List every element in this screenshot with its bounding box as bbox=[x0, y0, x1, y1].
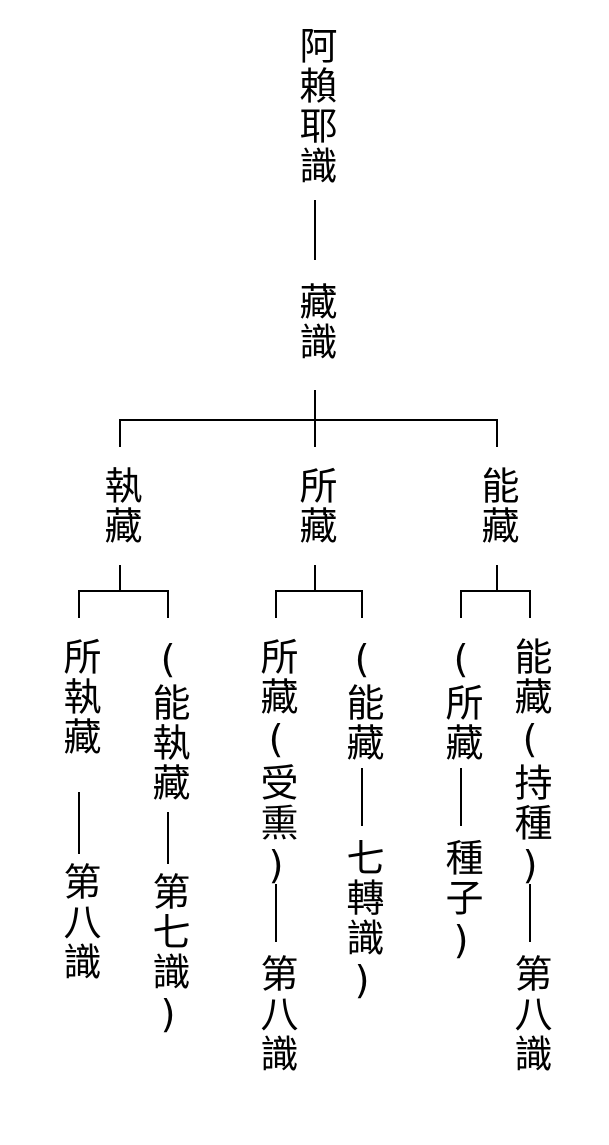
leaf-3-2-equals: 第八識 bbox=[508, 954, 552, 1074]
leaf-1-1-text: 所執藏 bbox=[57, 637, 101, 757]
leaf-3-2-text: 能藏(持種) bbox=[508, 637, 552, 889]
branch-tick-suozang bbox=[314, 419, 316, 447]
tick-3-1 bbox=[460, 590, 462, 618]
leaf-2-2-equals: 七轉識) bbox=[340, 838, 384, 1004]
aspect-nengzang: 能藏 bbox=[475, 466, 519, 546]
tick-2-2 bbox=[361, 590, 363, 618]
root-connector bbox=[314, 390, 316, 420]
leaf-3-1-text: (所藏 bbox=[439, 637, 483, 763]
root-branch-line bbox=[119, 419, 498, 421]
aspect-suozang: 所藏 bbox=[293, 466, 337, 546]
leaf-1-2-dash bbox=[167, 812, 169, 864]
leaf-1-2-equals: 第七識) bbox=[146, 872, 190, 1038]
tick-1-1 bbox=[78, 590, 80, 618]
leaf-2-2-text: (能藏 bbox=[340, 637, 384, 763]
aspect-zhizang: 執藏 bbox=[98, 466, 142, 546]
aspect-nengzang-connector bbox=[496, 565, 498, 591]
aspect-suozang-branch bbox=[275, 590, 363, 592]
leaf-3-1-dash bbox=[460, 768, 462, 826]
leaf-2-2-dash bbox=[361, 768, 363, 826]
tick-1-2 bbox=[167, 590, 169, 618]
leaf-2-1-dash bbox=[275, 884, 277, 942]
leaf-1-2-text: (能執藏 bbox=[146, 637, 190, 803]
leaf-1-1-dash bbox=[78, 792, 80, 854]
root-name: 阿賴耶識 bbox=[293, 26, 337, 186]
leaf-3-2-dash bbox=[529, 884, 531, 942]
leaf-2-1-text: 所藏(受熏) bbox=[254, 637, 298, 889]
leaf-2-1-equals: 第八識 bbox=[254, 954, 298, 1074]
tick-3-2 bbox=[529, 590, 531, 618]
aspect-zhizang-connector bbox=[119, 565, 121, 591]
leaf-3-1-equals: 種子) bbox=[439, 838, 483, 964]
aspect-nengzang-branch bbox=[460, 590, 531, 592]
root-alias: 藏識 bbox=[293, 282, 337, 362]
tick-2-1 bbox=[275, 590, 277, 618]
branch-tick-zhizang bbox=[119, 419, 121, 447]
root-dash bbox=[314, 200, 316, 260]
leaf-1-1-equals: 第八識 bbox=[57, 862, 101, 982]
branch-tick-nengzang bbox=[496, 419, 498, 447]
aspect-suozang-connector bbox=[314, 565, 316, 591]
aspect-zhizang-branch bbox=[78, 590, 169, 592]
